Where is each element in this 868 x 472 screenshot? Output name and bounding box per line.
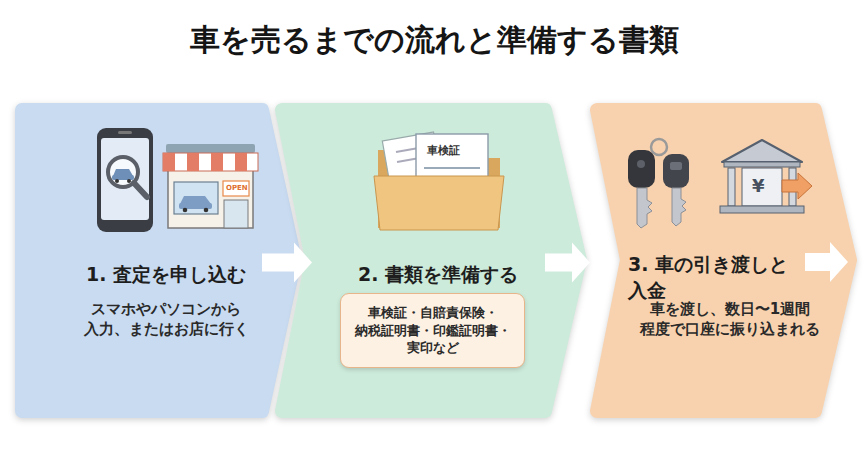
document-title: 車検証 (427, 145, 460, 156)
decorative-arrow (805, 242, 848, 282)
step-chevron: 3. 車の引き渡しと 入金車を渡し、数日〜1週間 程度で口座に振り込まれる (590, 103, 815, 418)
diagram-title: 車を売るまでの流れと準備する書類 (0, 20, 868, 60)
step-description: 車を渡し、数日〜1週間 程度で口座に振り込まれる (635, 299, 825, 340)
step-description: スマホやパソコンから 入力、またはお店に行く (76, 299, 256, 340)
bank-icon (720, 140, 812, 213)
chevron-fill (22, 110, 295, 411)
step-heading: 2. 書類を準備する (343, 262, 533, 288)
step-chevron: 1. 査定を申し込むスマホやパソコンから 入力、またはお店に行く (15, 103, 262, 418)
sign-text: OPEN (226, 185, 248, 192)
phone-icon (97, 128, 153, 232)
documents-icon (374, 132, 504, 230)
shop-icon (163, 144, 258, 228)
flow-arrow (262, 243, 312, 283)
step-description: 車検証・自賠責保険・ 納税証明書・印鑑証明書・ 実印など (351, 304, 514, 357)
chevron-fill (282, 110, 580, 411)
document-list-box: 車検証・自賠責保険・ 納税証明書・印鑑証明書・ 実印など (340, 293, 525, 368)
currency-symbol: ¥ (752, 177, 765, 195)
keys-icon (628, 139, 689, 228)
step-heading: 3. 車の引き渡しと 入金 (628, 252, 803, 303)
flow-arrow (545, 243, 590, 283)
step-heading: 1. 査定を申し込む (75, 262, 257, 288)
chevron-fill (597, 110, 850, 411)
